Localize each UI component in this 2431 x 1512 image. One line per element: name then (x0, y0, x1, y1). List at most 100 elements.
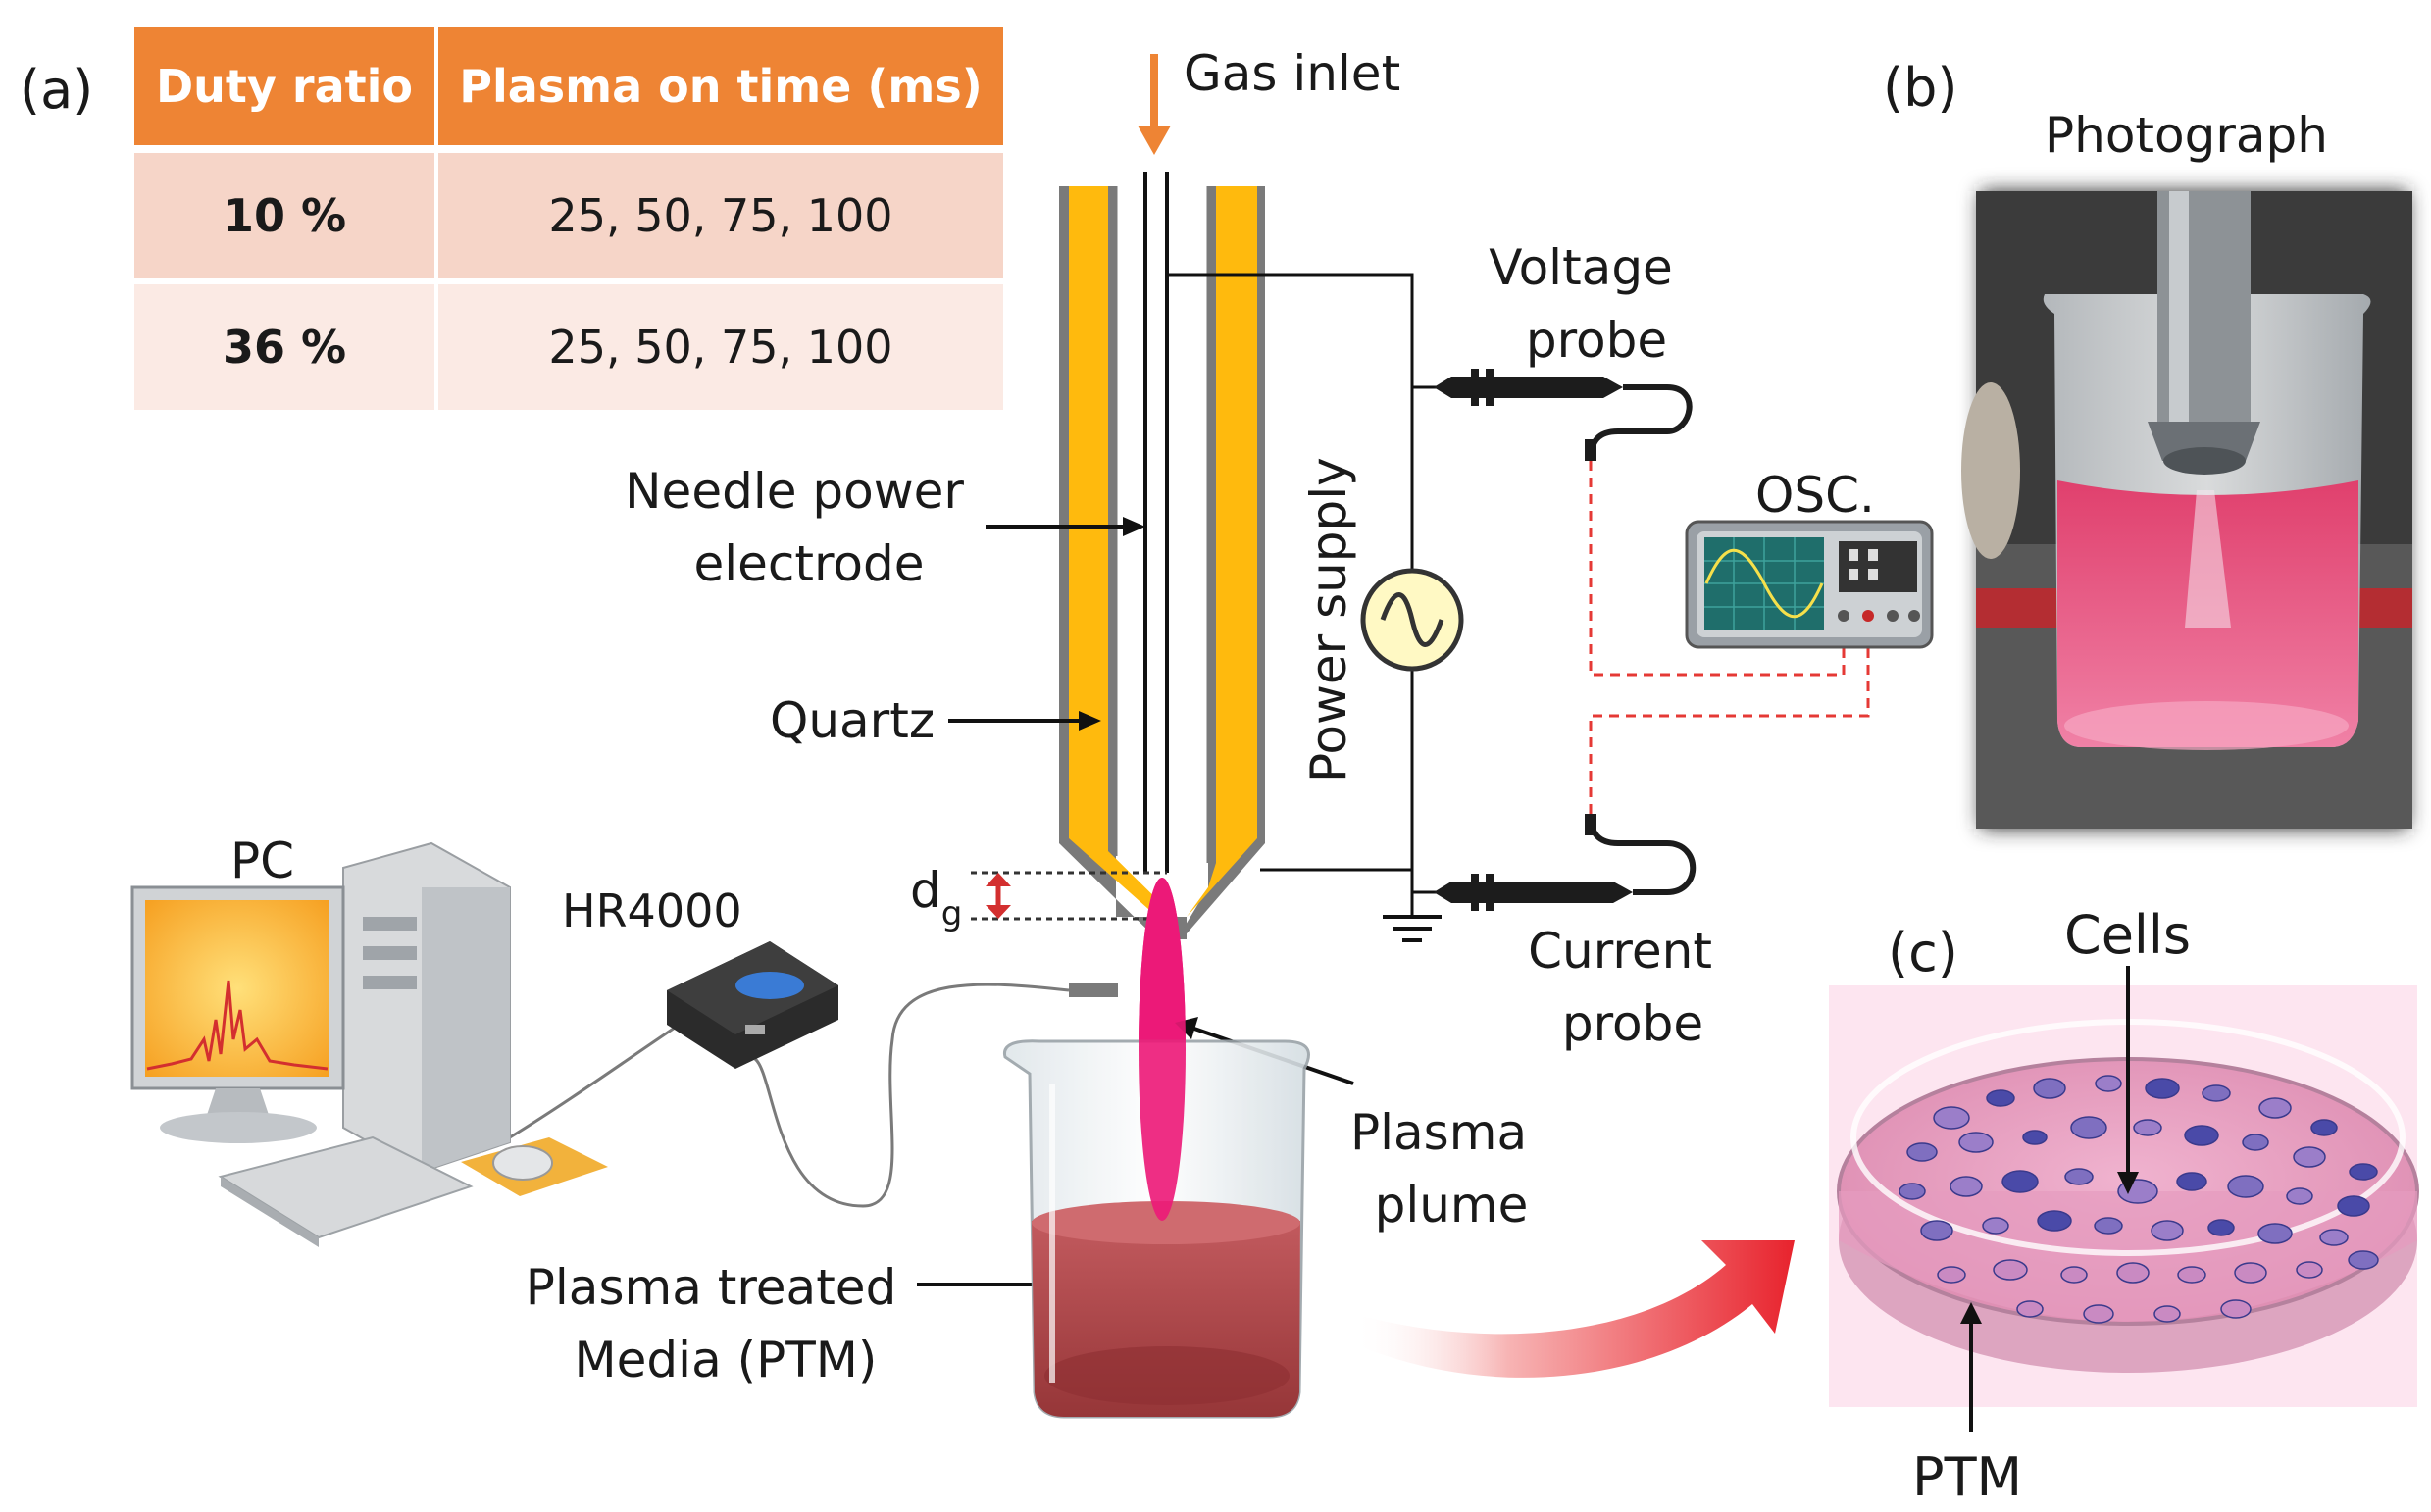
cell-dot (1993, 1259, 2028, 1281)
panel-label-c: (c) (1888, 922, 1958, 983)
transfer-arrow (1353, 1240, 1795, 1378)
voltage-probe-label: Voltage probe (1489, 239, 1688, 369)
cell-dot (1982, 1217, 2009, 1235)
cell-dot (2064, 1168, 2094, 1185)
voltage-probe-label-2: probe (1526, 312, 1667, 369)
needle-electrode-callout (986, 517, 1145, 536)
table-cell-duty: 10 % (134, 145, 438, 281)
cell-dot (1906, 1142, 1938, 1162)
current-probe-label: Current probe (1528, 923, 1728, 1052)
cells-label: Cells (2064, 904, 2191, 966)
cell-dot (2319, 1229, 2349, 1246)
cell-dot (2337, 1195, 2370, 1217)
panel-label-a: (a) (20, 59, 93, 121)
cell-dot (2258, 1097, 2292, 1119)
beaker (1002, 878, 1310, 1419)
cell-dot (1937, 1266, 1966, 1284)
cell-dot (2184, 1125, 2219, 1146)
cell-dot (2202, 1084, 2231, 1102)
table-header-duty-ratio: Duty ratio (134, 27, 438, 149)
cell-dot (2296, 1261, 2323, 1279)
osc-label: OSC. (1755, 467, 1875, 524)
table-cell-times: 25, 50, 75, 100 (436, 145, 1003, 281)
cell-dot (2083, 1304, 2114, 1324)
cell-dot (1899, 1183, 1926, 1200)
cell-dot (2095, 1075, 2122, 1092)
fiber-probe-tip (1069, 983, 1118, 997)
cell-dot (2286, 1187, 2313, 1205)
photograph-label: Photograph (2045, 107, 2328, 164)
cell-dot (2001, 1170, 2039, 1193)
cell-dot (2153, 1305, 2181, 1323)
power-supply-label: Power supply (1300, 457, 1357, 782)
cell-dot (2207, 1219, 2235, 1236)
hr4000-label: HR4000 (562, 884, 742, 937)
cell-dot (2234, 1262, 2267, 1284)
current-probe (1434, 813, 1697, 911)
cell-dot (2094, 1217, 2123, 1235)
cell-dot (2242, 1134, 2269, 1151)
cell-dot (1950, 1176, 1983, 1197)
cell-dot (2116, 1262, 2150, 1284)
cell-dot (2037, 1210, 2072, 1232)
cell-dot (2220, 1299, 2252, 1319)
voltage-probe (1434, 369, 1693, 462)
voltage-probe-label-1: Voltage (1489, 239, 1673, 296)
ptm-media-label: Plasma treated Media (PTM) (526, 1259, 912, 1388)
cell-dot (2310, 1119, 2338, 1136)
dg-label: dg (910, 862, 962, 933)
cell-dot (2016, 1300, 2044, 1318)
cell-dot (2145, 1078, 2180, 1099)
cell-dot (2257, 1223, 2293, 1244)
table-header-plasma-on-time: Plasma on time (ms) (436, 27, 1003, 149)
pc-label: PC (230, 832, 294, 889)
gas-inlet-label: Gas inlet (1184, 45, 1400, 102)
gap-markers (971, 871, 1177, 921)
signal-lines (1589, 461, 1870, 814)
cell-dot (1933, 1106, 1970, 1130)
ground-symbol (1383, 897, 1442, 942)
cell-dot (1958, 1132, 1994, 1153)
ptm-media-label-2: Media (PTM) (575, 1332, 878, 1388)
duty-ratio-table: Duty ratio Plasma on time (ms) 10 % 25, … (134, 27, 1003, 410)
needle-label-1: Needle power (625, 463, 964, 520)
cell-dot (1920, 1220, 1953, 1241)
table-cell-duty: 36 % (134, 278, 438, 410)
table-row: 10 % 25, 50, 75, 100 (134, 145, 1003, 281)
cell-dot (2070, 1116, 2107, 1139)
cell-dot (2022, 1130, 2048, 1145)
plasma-plume-label-2: plume (1375, 1177, 1529, 1234)
current-probe-label-1: Current (1528, 923, 1712, 980)
ptm-callout (1960, 1302, 1982, 1432)
photograph-image (1961, 191, 2412, 829)
quartz-tube (1059, 186, 1265, 939)
table-row: 36 % 25, 50, 75, 100 (134, 278, 1003, 410)
oscilloscope (1685, 520, 1934, 649)
ptm-label: PTM (1912, 1446, 2022, 1508)
cell-dot (2177, 1266, 2206, 1284)
needle-power-electrode-label: Needle power electrode (625, 463, 980, 592)
pc-computer (130, 841, 608, 1247)
table-cell-times: 25, 50, 75, 100 (436, 278, 1003, 410)
cell-dot (2033, 1078, 2066, 1099)
dg-sub: g (941, 894, 963, 933)
cell-dot (2133, 1119, 2162, 1136)
cell-dot (2348, 1250, 2379, 1270)
cell-dot (2060, 1266, 2088, 1284)
cell-dot (2349, 1163, 2378, 1181)
gas-inlet-arrow (1138, 54, 1171, 155)
quartz-callout (948, 711, 1101, 731)
power-supply-symbol (1360, 568, 1464, 672)
panel-label-b: (b) (1883, 57, 1957, 119)
cell-dot (2227, 1175, 2264, 1198)
quartz-label: Quartz (770, 692, 935, 749)
current-probe-label-2: probe (1562, 995, 1703, 1052)
plasma-plume-label-1: Plasma (1350, 1104, 1527, 1161)
cell-dot (2176, 1172, 2207, 1191)
ptm-media-label-1: Plasma treated (526, 1259, 897, 1316)
needle-electrode (1143, 172, 1169, 873)
cell-dot (1986, 1089, 2015, 1107)
plasma-plume-label: Plasma plume (1350, 1104, 1543, 1234)
cell-dot (2151, 1220, 2184, 1241)
cell-dot (2293, 1146, 2326, 1168)
